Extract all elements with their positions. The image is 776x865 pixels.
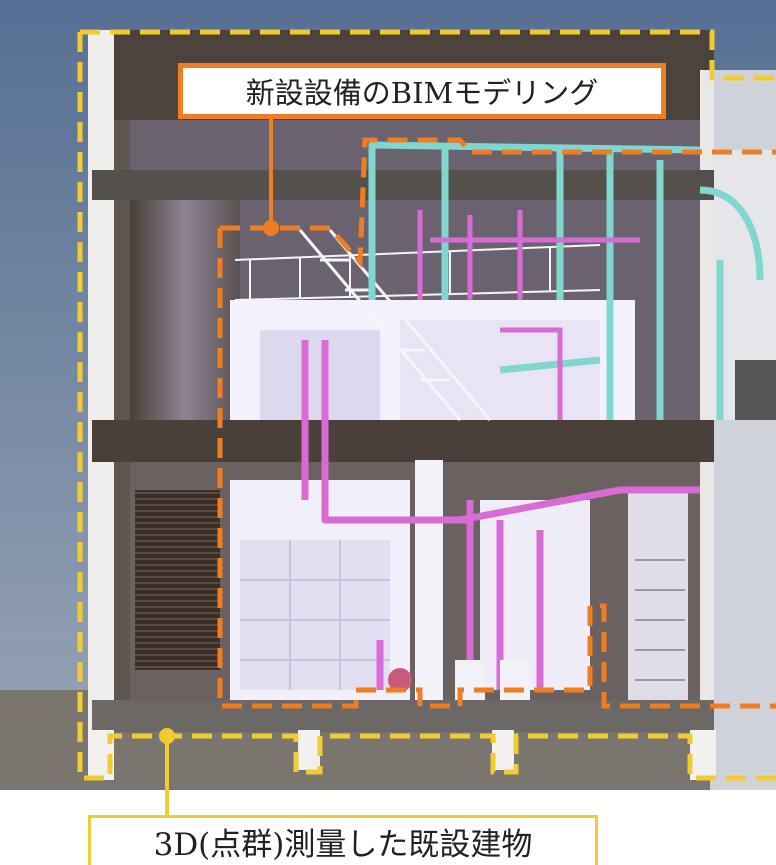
bim-equipment-frame <box>217 137 776 709</box>
bim-pointcloud-render <box>0 0 776 790</box>
right-stair-steps <box>635 559 685 681</box>
right-annex-panel <box>735 360 776 420</box>
upper-equipment-shade <box>260 330 380 420</box>
pump <box>388 668 412 692</box>
pump-base <box>500 660 530 700</box>
footing <box>690 730 716 780</box>
right-stair-frame <box>628 490 688 700</box>
pink-pipes-upper <box>417 210 640 420</box>
middle-slab <box>92 420 714 462</box>
bim-modeling-label: 新設設備のBIMモデリング <box>178 63 666 119</box>
caption-strip <box>165 790 169 817</box>
ground-slab <box>92 700 714 732</box>
lower-grid-lines <box>240 540 390 690</box>
bim-leader-dot <box>263 220 279 236</box>
footing <box>492 730 514 770</box>
scan-leader-dot <box>159 728 175 744</box>
lower-column <box>415 460 443 700</box>
upper-beam <box>92 170 714 200</box>
left-room-light <box>130 200 240 420</box>
lower-tanks-grid <box>240 540 390 690</box>
footing <box>298 730 320 770</box>
pink-pipes-lower <box>301 340 700 690</box>
point-cloud-building-label: 3D(点群)測量した既設建物 <box>88 815 598 865</box>
left-column <box>88 30 114 730</box>
existing-building-frame <box>77 29 776 781</box>
teal-pipes <box>368 141 764 420</box>
shutter <box>135 490 220 670</box>
